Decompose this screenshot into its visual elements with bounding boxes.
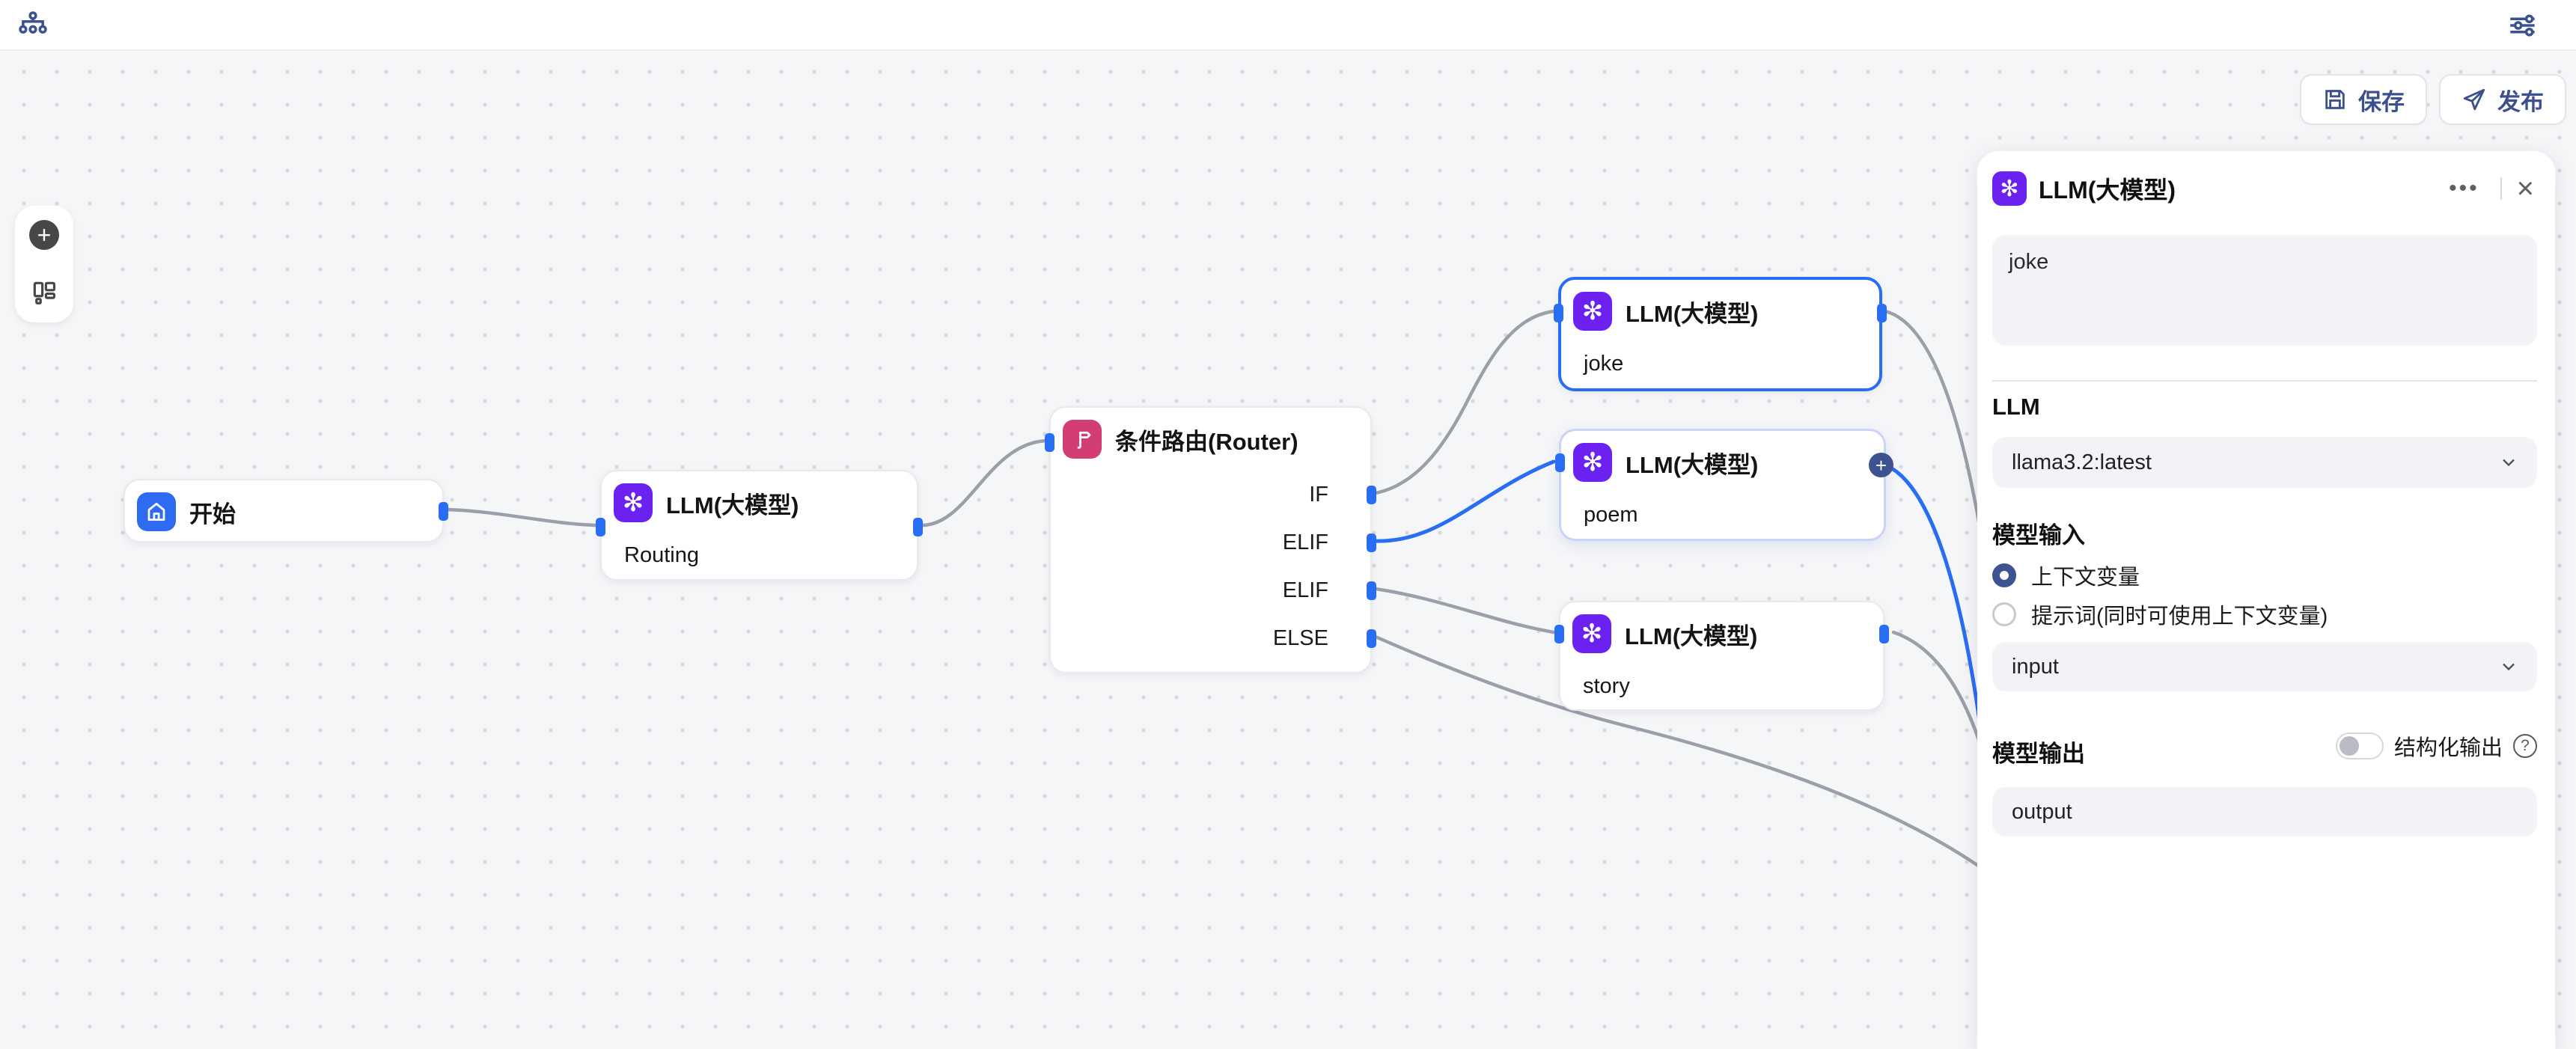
radio-context-variable[interactable]: 上下文变量: [1992, 560, 2140, 591]
node-config-panel: ✻ LLM(大模型) ••• × joke LLM llama3.2:lates…: [1977, 151, 2555, 1049]
save-label: 保存: [2358, 88, 2405, 115]
node-llm-story[interactable]: ✻ LLM(大模型) story: [1554, 601, 1889, 711]
floppy-disk-icon: [2325, 90, 2345, 109]
target-handle[interactable]: [1045, 433, 1054, 452]
add-node-button[interactable]: +: [29, 220, 59, 250]
plus-icon: +: [37, 221, 52, 248]
canvas-toolbar: +: [15, 206, 73, 322]
source-handle[interactable]: [913, 518, 923, 536]
llm-icon: ✻: [1992, 171, 2027, 206]
target-handle[interactable]: [596, 518, 605, 536]
node-llm-routing[interactable]: ✻ LLM(大模型) Routing: [596, 470, 923, 581]
node-subtitle: joke: [1584, 352, 1624, 376]
header-divider: [2500, 177, 2502, 200]
source-handle[interactable]: [1879, 625, 1889, 643]
node-title: LLM(大模型): [666, 492, 799, 519]
output-variable-field[interactable]: output: [1992, 787, 2537, 837]
workflow-actions: 保存 发布: [2300, 74, 2566, 125]
source-handle-if[interactable]: [1367, 486, 1376, 504]
node-title: 条件路由(Router): [1115, 428, 1298, 455]
source-handle-else[interactable]: [1367, 629, 1376, 648]
auto-layout-button[interactable]: [29, 278, 59, 308]
model-select[interactable]: llama3.2:latest: [1992, 437, 2537, 488]
structured-output-row: 结构化输出 ?: [2335, 730, 2537, 762]
section-divider: [1992, 380, 2537, 382]
node-subtitle: Routing: [624, 543, 699, 567]
close-icon[interactable]: ×: [2516, 172, 2534, 205]
node-subtitle: story: [1583, 674, 1630, 698]
branch-elif1: ELIF: [1282, 530, 1328, 554]
llm-section-label: LLM: [1992, 394, 2040, 420]
model-output-section-label: 模型输出: [1992, 741, 2085, 767]
layout-icon: [33, 281, 56, 305]
model-input-section-label: 模型输入: [1992, 522, 2085, 548]
paper-plane-icon: [2463, 88, 2485, 111]
node-title: LLM(大模型): [1626, 300, 1759, 327]
more-menu-button[interactable]: •••: [2449, 176, 2479, 201]
llm-icon: ✻: [1573, 443, 1612, 482]
branch-elif2: ELIF: [1282, 578, 1328, 602]
output-variable-value: output: [2012, 799, 2072, 824]
chevron-down-icon: [2503, 459, 2515, 467]
node-start[interactable]: 开始: [123, 479, 448, 542]
target-handle[interactable]: [1555, 453, 1565, 472]
publish-button[interactable]: 发布: [2439, 74, 2566, 125]
llm-icon: ✻: [1573, 292, 1612, 331]
node-llm-poem[interactable]: ✻ LLM(大模型) poem +: [1555, 429, 1893, 541]
add-node-on-edge-button[interactable]: +: [1869, 453, 1893, 477]
org-chart-icon[interactable]: [16, 9, 49, 42]
llm-icon: ✻: [614, 483, 653, 522]
structured-output-label: 结构化输出: [2393, 736, 2503, 760]
sliders-icon[interactable]: [2506, 9, 2539, 42]
radio-unselected-icon: [1992, 602, 2016, 626]
target-handle[interactable]: [1554, 304, 1563, 322]
save-button[interactable]: 保存: [2300, 74, 2427, 125]
node-title: LLM(大模型): [1626, 451, 1759, 478]
radio-selected-icon: [1992, 563, 2016, 587]
branch-if: IF: [1309, 483, 1328, 507]
source-handle[interactable]: [1877, 304, 1887, 322]
target-handle[interactable]: [1554, 625, 1564, 643]
structured-output-toggle[interactable]: [2335, 733, 2384, 759]
input-variable-select[interactable]: input: [1992, 642, 2537, 691]
model-select-value: llama3.2:latest: [2012, 450, 2152, 474]
branch-else: ELSE: [1272, 626, 1328, 650]
node-router[interactable]: 条件路由(Router) IF ELIF ELIF ELSE: [1045, 406, 1376, 673]
node-subtitle: poem: [1584, 503, 1638, 527]
source-handle-elif1[interactable]: [1367, 533, 1376, 552]
panel-header: ✻ LLM(大模型) ••• ×: [1992, 169, 2537, 208]
top-bar: [0, 0, 2576, 51]
panel-title: LLM(大模型): [2039, 177, 2176, 204]
home-icon: [137, 492, 176, 531]
help-icon[interactable]: ?: [2513, 734, 2537, 758]
signpost-icon: [1063, 420, 1102, 459]
llm-icon: ✻: [1572, 614, 1611, 653]
chevron-down-icon: [2503, 663, 2515, 671]
node-llm-joke[interactable]: ✻ LLM(大模型) joke: [1554, 277, 1887, 391]
source-handle[interactable]: [439, 502, 448, 521]
prompt-textarea[interactable]: joke: [1992, 235, 2537, 346]
node-title: LLM(大模型): [1625, 623, 1758, 649]
publish-label: 发布: [2497, 88, 2544, 115]
node-title: 开始: [189, 501, 236, 527]
source-handle-elif2[interactable]: [1367, 581, 1376, 600]
input-variable-value: input: [2012, 654, 2059, 679]
radio-prompt[interactable]: 提示词(同时可使用上下文变量): [1992, 599, 2328, 630]
toggle-knob: [2339, 736, 2359, 756]
